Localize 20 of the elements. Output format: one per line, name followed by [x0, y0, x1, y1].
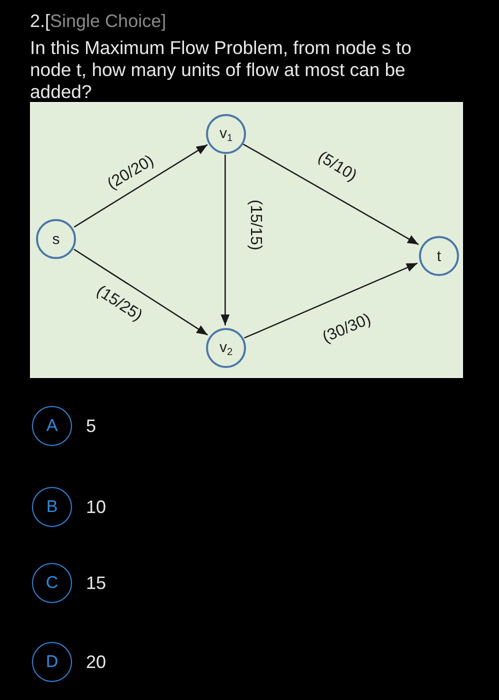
- vertex-circle: v$_{1}$: [206, 114, 246, 154]
- option-letter-circle: D: [32, 642, 72, 682]
- vertex-circle: t: [419, 236, 459, 276]
- arrow: [74, 144, 208, 228]
- option-value: 10: [86, 496, 106, 518]
- option-letter-circle: A: [32, 406, 72, 446]
- edge-label: (15/15): [246, 198, 264, 252]
- option-value: 15: [86, 572, 106, 594]
- question-heading: 2.[Single Choice]: [30, 10, 166, 32]
- option-value: 5: [86, 415, 96, 437]
- arrow: [242, 144, 419, 246]
- arrow: [74, 248, 208, 336]
- arrow: [220, 154, 230, 326]
- vertex-circle: s: [36, 219, 76, 259]
- option-value: 20: [86, 651, 106, 673]
- arrow: [244, 262, 418, 339]
- question-text: In this Maximum Flow Problem, from node s to node t, how many units of flow at most can be added?: [30, 37, 412, 103]
- option-letter-circle: C: [32, 563, 72, 603]
- option-letter-circle: B: [32, 487, 72, 527]
- vertex-circle: v$_{2}$: [206, 328, 246, 368]
